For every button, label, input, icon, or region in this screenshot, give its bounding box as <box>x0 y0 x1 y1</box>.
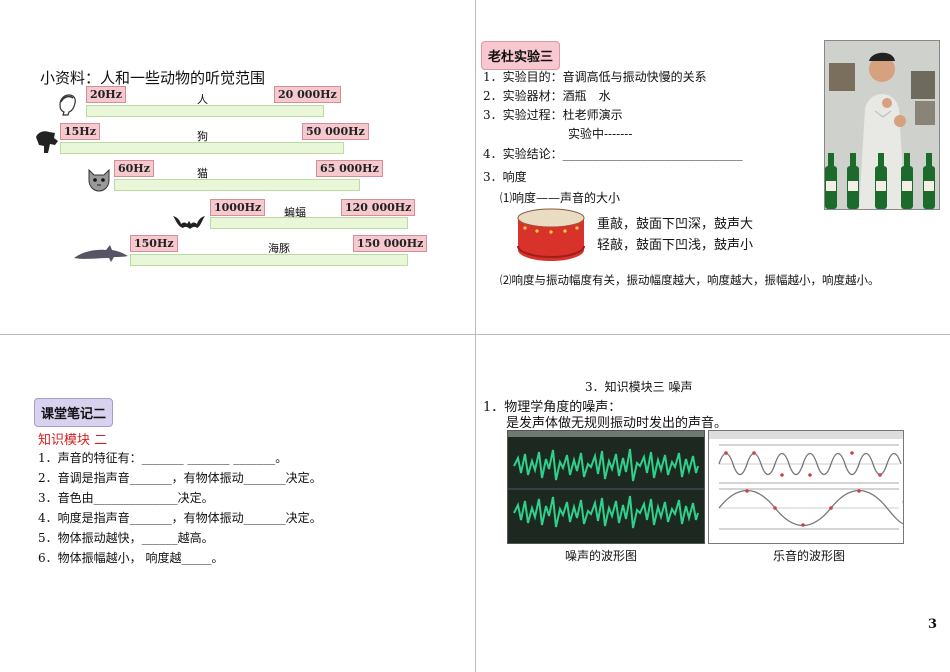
low-freq-bat: 1000Hz <box>210 199 266 216</box>
drum-image <box>515 206 587 264</box>
human-head-icon <box>53 91 81 117</box>
notes-line-6: 6．物体振幅越小， 响度越_____。 <box>38 551 224 565</box>
loudness-conclusion: ⑵响度与振动幅度有关，振动幅度越大，响度越大，振幅越小，响度越小。 <box>500 273 880 287</box>
high-freq-cat: 65 000Hz <box>316 160 383 177</box>
high-freq-human: 20 000Hz <box>274 86 341 103</box>
knowledge-module-label: 知识模块 二 <box>38 433 108 448</box>
vertical-divider <box>475 0 476 672</box>
dolphin-icon <box>72 242 130 266</box>
notes-line-2: 2．音调是指声音_______，有物体振动_______决定。 <box>38 471 322 485</box>
notes-line-1: 1．声音的特征有：_______ _______ _______。 <box>38 451 288 465</box>
notes-title-badge: 课堂笔记二 <box>34 398 114 427</box>
loudness-heading: 3．响度 <box>483 170 527 184</box>
teacher-photo <box>824 40 940 210</box>
notes-line-3: 3．音色由______________决定。 <box>38 491 214 505</box>
noise-waveform-caption: 噪声的波形图 <box>565 549 638 563</box>
label-cat: 猫 <box>197 167 208 180</box>
range-bar-dog <box>60 142 344 154</box>
noise-waveform-image <box>507 430 705 544</box>
low-freq-human: 20Hz <box>86 86 126 103</box>
music-waveform-caption: 乐音的波形图 <box>773 549 846 563</box>
noise-definition: 是发声体做无规则振动时发出的声音。 <box>506 416 728 431</box>
experiment-item-2: 2．实验器材：酒瓶 水 <box>483 89 611 103</box>
label-bat: 蝙蝠 <box>284 206 306 219</box>
notes-line-5: 5．物体振动越快，______越高。 <box>38 531 214 545</box>
label-human: 人 <box>197 93 208 106</box>
experiment-item-1: 1．实验目的：音调高低与振动快慢的关系 <box>483 70 707 84</box>
experiment-item-4: 4．实验结论：______________________________ <box>483 147 743 161</box>
high-freq-bat: 120 000Hz <box>341 199 416 216</box>
high-freq-dolphin: 150 000Hz <box>353 235 428 252</box>
notes-line-4: 4．响度是指声音_______，有物体振动_______决定。 <box>38 511 322 525</box>
low-freq-dolphin: 150Hz <box>130 235 178 252</box>
low-freq-dog: 15Hz <box>60 123 100 140</box>
noise-module-heading: 3．知识模块三 噪声 <box>585 380 693 394</box>
drum-line-2: 轻敲，鼓面下凹浅，鼓声小 <box>597 238 754 253</box>
hearing-title: 小资料：人和一些动物的听觉范围 <box>40 69 266 87</box>
range-bar-human <box>86 105 324 117</box>
range-bar-bat <box>210 217 408 229</box>
range-bar-cat <box>114 179 360 191</box>
cat-icon <box>84 164 114 194</box>
drum-line-1: 重敲，鼓面下凹深，鼓声大 <box>597 217 754 232</box>
label-dolphin: 海豚 <box>268 242 290 255</box>
bat-icon <box>172 210 206 230</box>
horizontal-divider <box>0 334 950 335</box>
experiment-item-3-sub: 实验中------- <box>568 127 633 141</box>
loudness-subheading: ⑴响度——声音的大小 <box>500 191 621 205</box>
range-bar-dolphin <box>130 254 408 266</box>
experiment-title-badge: 老杜实验三 <box>481 41 561 70</box>
experiment-item-3: 3．实验过程：杜老师演示 <box>483 108 623 122</box>
music-waveform-image <box>708 430 908 544</box>
dog-icon <box>32 127 60 157</box>
page-number: 3 <box>928 617 938 632</box>
low-freq-cat: 60Hz <box>114 160 154 177</box>
label-dog: 狗 <box>197 130 208 143</box>
noise-item-1: 1．物理学角度的噪声： <box>483 400 622 415</box>
high-freq-dog: 50 000Hz <box>302 123 369 140</box>
